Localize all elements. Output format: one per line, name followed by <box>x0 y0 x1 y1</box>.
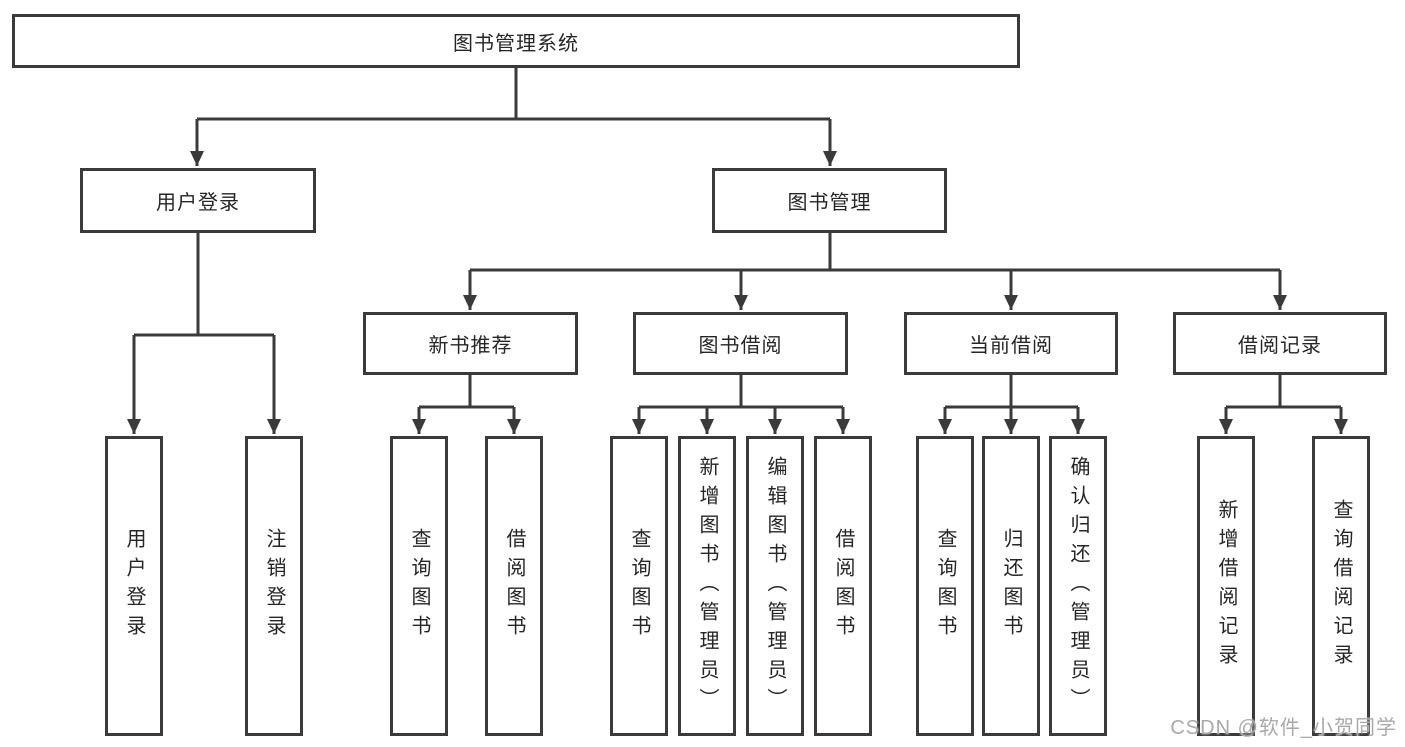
leaf-query-borrow-record: 查询借阅记录 <box>1312 436 1370 736</box>
node-book-borrowing: 图书借阅 <box>633 312 848 375</box>
node-borrowing-records-label: 借阅记录 <box>1238 335 1322 357</box>
leaf-user-login: 用户登录 <box>105 436 163 736</box>
node-new-book-recommend-label: 新书推荐 <box>428 335 513 357</box>
watermark-text: CSDN @软件_小贺同学 <box>1170 717 1397 739</box>
leaf-query-books-borrowing: 查询图书 <box>610 436 668 736</box>
leaf-logout: 注销登录 <box>245 436 303 736</box>
leaf-confirm-return-admin-label: 确认归还（管理员） <box>1067 455 1089 717</box>
leaf-query-borrow-record-label: 查询借阅记录 <box>1330 499 1352 673</box>
leaf-confirm-return-admin: 确认归还（管理员） <box>1049 436 1107 736</box>
leaf-query-books-borrowing-label: 查询图书 <box>628 528 650 644</box>
leaf-add-book-admin: 新增图书（管理员） <box>678 436 736 736</box>
leaf-user-login-label: 用户登录 <box>123 528 145 644</box>
leaf-edit-book-admin: 编辑图书（管理员） <box>746 436 804 736</box>
node-current-borrowing-label: 当前借阅 <box>969 335 1053 357</box>
node-book-management: 图书管理 <box>712 168 947 233</box>
leaf-add-borrow-record: 新增借阅记录 <box>1197 436 1255 736</box>
leaf-logout-label: 注销登录 <box>263 528 285 644</box>
leaf-add-borrow-record-label: 新增借阅记录 <box>1215 499 1237 673</box>
leaf-return-book: 归还图书 <box>982 436 1040 736</box>
leaf-borrow-books-borrowing: 借阅图书 <box>814 436 872 736</box>
leaf-edit-book-admin-label: 编辑图书（管理员） <box>764 455 786 717</box>
node-library-system: 图书管理系统 <box>12 14 1020 68</box>
leaf-add-book-admin-label: 新增图书（管理员） <box>696 455 718 717</box>
node-borrowing-records: 借阅记录 <box>1173 312 1387 375</box>
leaf-borrow-books-recommend-label: 借阅图书 <box>503 528 525 644</box>
node-current-borrowing: 当前借阅 <box>904 312 1118 375</box>
node-user-login-label: 用户登录 <box>156 192 240 214</box>
node-book-management-label: 图书管理 <box>787 192 872 214</box>
node-book-borrowing-label: 图书借阅 <box>698 335 783 357</box>
leaf-borrow-books-borrowing-label: 借阅图书 <box>832 528 854 644</box>
leaf-borrow-books-recommend: 借阅图书 <box>485 436 543 736</box>
leaf-query-books-current: 查询图书 <box>916 436 974 736</box>
leaf-query-books-recommend: 查询图书 <box>390 436 448 736</box>
node-new-book-recommend: 新书推荐 <box>363 312 578 375</box>
leaf-query-books-recommend-label: 查询图书 <box>408 528 430 644</box>
leaf-return-book-label: 归还图书 <box>1000 528 1022 644</box>
node-user-login: 用户登录 <box>80 168 316 233</box>
leaf-query-books-current-label: 查询图书 <box>934 528 956 644</box>
node-library-system-label: 图书管理系统 <box>453 32 579 55</box>
